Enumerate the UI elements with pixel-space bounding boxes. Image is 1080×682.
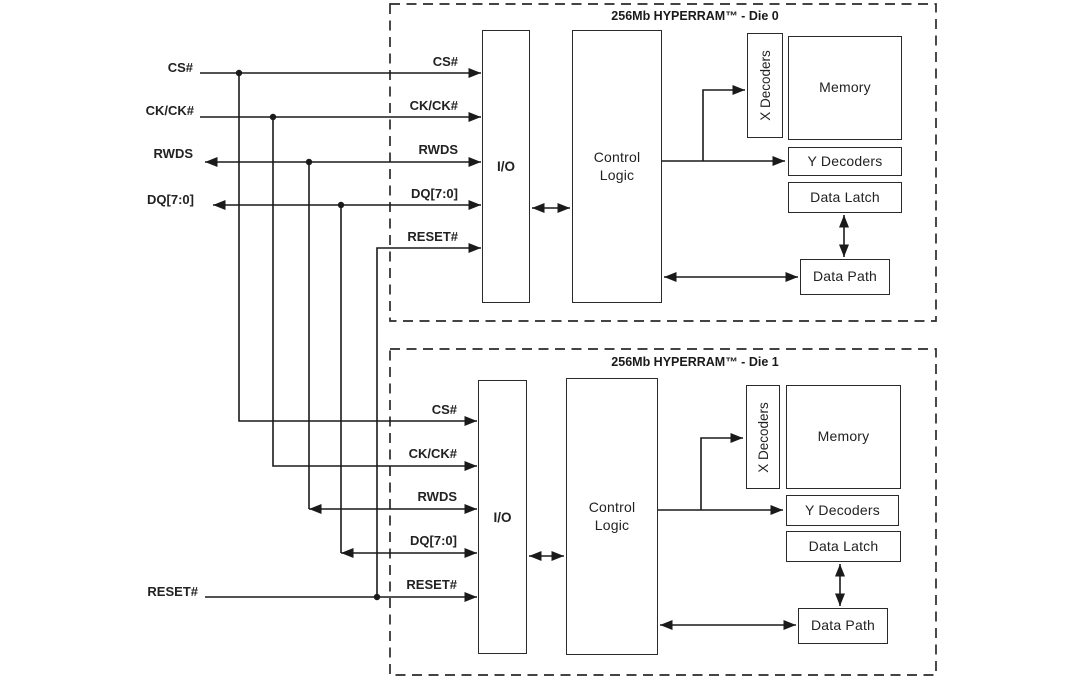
die0-memory-block: Memory [788, 36, 902, 140]
die0-data-latch-label: Data Latch [810, 188, 880, 205]
die0-data-path-block: Data Path [800, 259, 890, 295]
die1-y-decoders-block: Y Decoders [786, 495, 899, 526]
die1-label-cs: CS# [431, 402, 457, 417]
die1-x-decoders-label: X Decoders [755, 401, 771, 473]
wire-cs-die1 [238, 73, 477, 426]
die1-wire-control-xdecoders [700, 433, 743, 510]
die0-label-ck: CK/CK# [409, 98, 458, 113]
die0-control-logic-label: Control Logic [593, 149, 641, 183]
external-label-rwds: RWDS [153, 146, 193, 161]
die0-x-decoders-block: X Decoders [747, 33, 783, 138]
die1-control-logic-label: Control Logic [588, 499, 636, 533]
die0-label-dq: DQ[7:0] [411, 186, 458, 201]
die0-label-reset: RESET# [407, 229, 458, 244]
die1-data-latch-label: Data Latch [808, 537, 879, 554]
die0-data-latch-block: Data Latch [788, 182, 902, 213]
die1-io-label: I/O [493, 509, 512, 525]
die0-io-block: I/O [482, 30, 530, 303]
external-label-ck: CK/CK# [145, 103, 194, 118]
die1-control-logic-block: Control Logic [566, 378, 658, 655]
die1-data-path-label: Data Path [810, 617, 876, 634]
die1-io-block: I/O [478, 380, 527, 654]
die1-y-decoders-label: Y Decoders [805, 501, 880, 518]
external-label-reset: RESET# [147, 584, 198, 599]
die0-title: 256Mb HYPERRAM™ - Die 0 [611, 9, 779, 23]
die0-label-cs: CS# [432, 54, 458, 69]
die1-label-dq: DQ[7:0] [410, 533, 457, 548]
die0-x-decoders-label: X Decoders [757, 50, 773, 121]
die0-y-decoders-label: Y Decoders [807, 152, 883, 169]
die1-memory-label: Memory [817, 428, 870, 445]
die0-memory-label: Memory [819, 79, 871, 96]
external-label-dq: DQ[7:0] [147, 192, 194, 207]
wire-ck-die1 [272, 117, 477, 471]
die0-y-decoders-block: Y Decoders [788, 147, 902, 176]
junction-rwds [305, 158, 313, 166]
die1-title: 256Mb HYPERRAM™ - Die 1 [611, 355, 779, 369]
die0-io-label: I/O [496, 159, 515, 174]
die0-wire-control-xdecoders [702, 85, 745, 161]
external-label-cs: CS# [167, 60, 193, 75]
junction-reset [373, 593, 381, 601]
die0-control-logic-block: Control Logic [572, 30, 662, 303]
junction-ck [269, 113, 277, 121]
die1-memory-block: Memory [786, 385, 901, 489]
die1-label-rwds: RWDS [417, 489, 457, 504]
wire-reset-die0 [376, 243, 481, 597]
junction-cs [235, 69, 243, 77]
die1-x-decoders-block: X Decoders [746, 385, 780, 489]
die1-label-reset: RESET# [406, 577, 457, 592]
die1-data-latch-block: Data Latch [786, 531, 901, 562]
junction-dq [337, 201, 345, 209]
die1-dashed-boundary [389, 348, 937, 676]
die0-data-path-label: Data Path [812, 268, 878, 285]
die1-data-path-block: Data Path [798, 608, 888, 644]
die0-label-rwds: RWDS [418, 142, 458, 157]
die1-label-ck: CK/CK# [408, 446, 457, 461]
junction-dots [235, 69, 381, 601]
